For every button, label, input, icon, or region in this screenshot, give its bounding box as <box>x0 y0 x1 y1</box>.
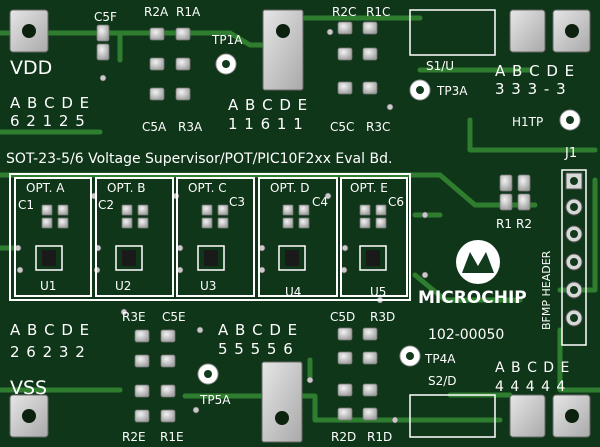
label-c5a: C5A <box>142 120 167 134</box>
label-c5f: C5F <box>94 10 117 24</box>
option-c-title: OPT. C <box>188 181 227 195</box>
test-points <box>197 53 581 385</box>
option-d-ic: U4 <box>285 285 301 299</box>
label-c5e: C5E <box>162 310 186 324</box>
option-d-title: OPT. D <box>270 181 309 195</box>
header-j1-pins <box>561 169 587 346</box>
part-number: 102-00050 <box>428 327 504 343</box>
option-a-cap: C1 <box>18 198 34 212</box>
mounting-plates <box>9 9 591 443</box>
table-top-right-letters: A B C D E <box>495 62 575 80</box>
option-c-ic: U3 <box>200 279 216 293</box>
option-a-title: OPT. A <box>26 181 65 195</box>
silkscreen-text: VDD VSS A B C D E 6 2 1 2 5 A B C D E 1 … <box>6 5 577 444</box>
label-s1: S1/U <box>426 59 454 73</box>
label-c5d: C5D <box>330 310 355 324</box>
microchip-logo-icon <box>456 240 500 284</box>
option-d-cap: C4 <box>312 195 328 209</box>
table-bottom-right-letters: A B C D E <box>495 360 570 376</box>
table-top-left-letters: A B C D E <box>10 94 90 112</box>
label-s2: S2/D <box>428 374 457 388</box>
label-r2a: R2A <box>144 5 169 19</box>
table-bottom-right-digits: 4 4 4 4 4 <box>495 379 566 395</box>
vdd-label: VDD <box>10 57 52 79</box>
label-r3e: R3E <box>122 310 146 324</box>
option-c-cap: C3 <box>229 195 245 209</box>
vss-label: VSS <box>10 377 47 399</box>
table-top-right-digits: 3 3 3 - 3 <box>495 80 567 98</box>
label-tp4a: TP4A <box>424 352 456 366</box>
label-tp3a: TP3A <box>436 84 468 98</box>
label-r3d: R3D <box>370 310 395 324</box>
header-name: J1 <box>564 146 577 161</box>
table-bottom-mid-digits: 5 5 5 5 6 <box>218 340 294 358</box>
table-top-mid-letters: A B C D E <box>228 96 308 114</box>
option-footprints <box>35 204 387 271</box>
option-b-title: OPT. B <box>107 181 145 195</box>
label-r2: R2 <box>516 217 532 231</box>
option-a-ic: U1 <box>40 279 56 293</box>
option-e-title: OPT. E <box>350 181 388 195</box>
option-b-cap: C2 <box>98 198 114 212</box>
label-tp1a: TP1A <box>211 33 243 47</box>
label-r1e: R1E <box>160 430 184 444</box>
label-r1: R1 <box>496 217 512 231</box>
option-b-ic: U2 <box>115 279 131 293</box>
label-r1a: R1A <box>176 5 201 19</box>
label-r3c: R3C <box>366 120 390 134</box>
option-e-cap: C6 <box>388 195 404 209</box>
vias <box>14 28 429 424</box>
smd-pad-clusters <box>96 21 531 423</box>
label-r2e: R2E <box>122 430 146 444</box>
label-h1tp: H1TP <box>512 115 543 129</box>
header-caption: BFMP HEADER <box>540 250 553 330</box>
logo-text: MICROCHIP <box>418 288 527 308</box>
table-top-left-digits: 6 2 1 2 5 <box>10 112 86 130</box>
label-r1c: R1C <box>366 5 390 19</box>
option-e-ic: U5 <box>370 285 386 299</box>
label-r2c: R2C <box>332 5 356 19</box>
option-boxes <box>9 173 411 301</box>
switch-outlines <box>409 9 496 438</box>
label-r2d: R2D <box>331 430 356 444</box>
label-tp5a: TP5A <box>199 393 231 407</box>
label-c5c: C5C <box>330 120 354 134</box>
board-title: SOT-23-5/6 Voltage Supervisor/POT/PIC10F… <box>6 151 392 167</box>
table-bottom-left-digits: 2 6 2 3 2 <box>10 343 86 361</box>
table-top-mid-digits: 1 1 6 1 1 <box>228 115 304 133</box>
label-r1d: R1D <box>367 430 392 444</box>
table-bottom-left-letters: A B C D E <box>10 321 90 339</box>
table-bottom-mid-letters: A B C D E <box>218 321 298 339</box>
label-r3a: R3A <box>178 120 203 134</box>
